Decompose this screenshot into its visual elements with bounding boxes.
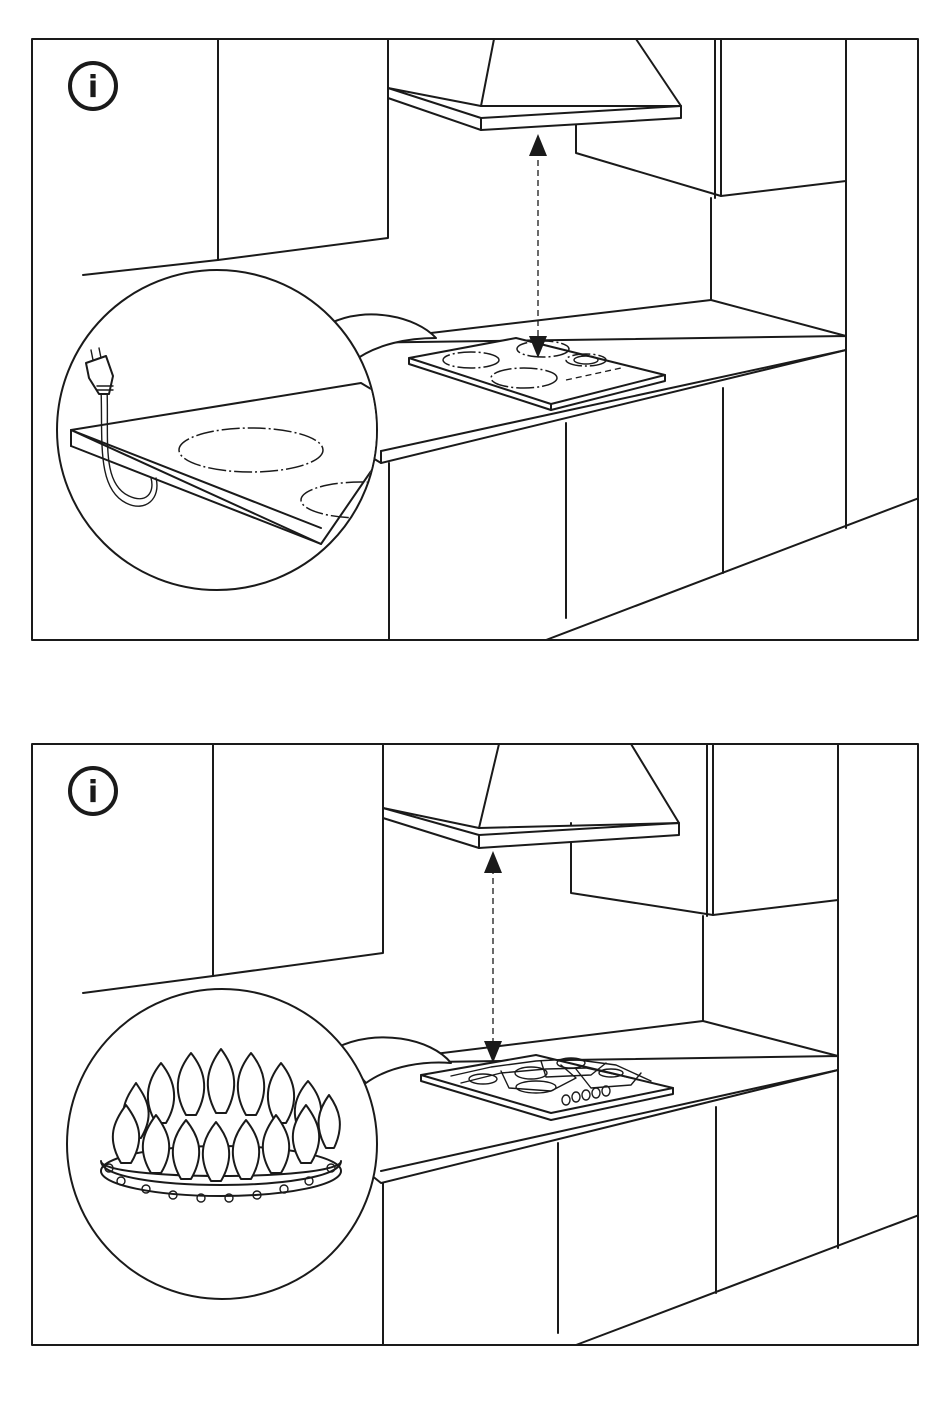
electric-hob-illustration: i <box>31 38 919 641</box>
gas-hob-illustration: i <box>31 743 919 1346</box>
wall-cabinet-left <box>83 39 388 275</box>
gas-hob-panel: i <box>31 743 919 1346</box>
info-icon: i <box>70 63 116 109</box>
clearance-arrow <box>484 851 502 1063</box>
back-wall <box>361 900 838 1063</box>
cooker-hood <box>388 39 681 130</box>
back-wall <box>346 181 846 343</box>
info-symbol: i <box>88 70 98 105</box>
up-arrow-icon <box>529 134 547 156</box>
detail-magnifier <box>67 989 377 1299</box>
down-arrow-icon <box>484 1041 502 1063</box>
up-arrow-icon <box>484 851 502 873</box>
wall-cabinet-left <box>83 744 383 993</box>
clearance-arrow <box>529 134 547 358</box>
info-symbol: i <box>88 775 98 810</box>
electric-hob-panel: i <box>31 38 919 641</box>
info-icon: i <box>70 768 116 814</box>
cooker-hood <box>383 744 679 848</box>
